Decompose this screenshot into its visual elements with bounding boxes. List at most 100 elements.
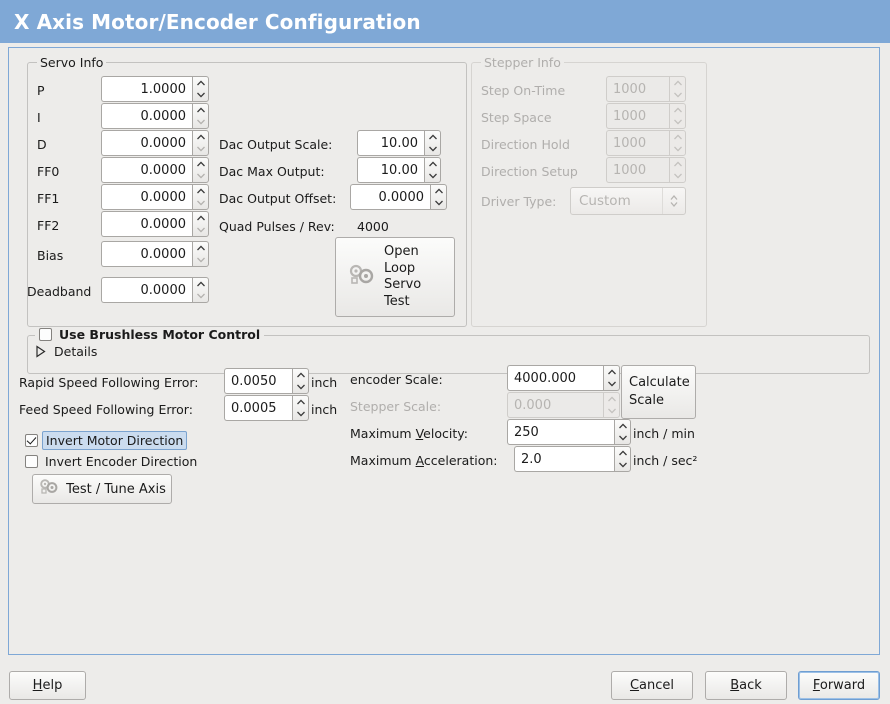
servo-value-ff0[interactable]: 0.0000: [101, 157, 192, 183]
servo-spin-buttons-ff2[interactable]: [192, 211, 209, 237]
back-button[interactable]: Back: [705, 671, 787, 700]
dac-max-output-spin-buttons[interactable]: [424, 157, 441, 183]
help-button[interactable]: Help: [9, 671, 86, 700]
chevron-down-icon[interactable]: [293, 382, 308, 394]
chevron-up-icon[interactable]: [193, 212, 208, 225]
chevron-down-icon[interactable]: [615, 433, 630, 445]
chevron-up-icon[interactable]: [615, 420, 630, 433]
chevron-up-icon[interactable]: [604, 366, 619, 379]
chevron-down-icon[interactable]: [604, 379, 619, 391]
calculate-scale-button[interactable]: Calculate Scale: [621, 365, 696, 419]
chevron-up-icon[interactable]: [193, 158, 208, 171]
chevron-down-icon[interactable]: [193, 255, 208, 267]
servo-value-deadband[interactable]: 0.0000: [101, 277, 192, 303]
rapid-following-error-spin[interactable]: 0.0050: [224, 368, 309, 394]
dac-output-scale-value[interactable]: 10.00: [357, 130, 424, 156]
chevron-up-icon[interactable]: [425, 131, 440, 144]
dac-output-scale-spin[interactable]: 10.00: [357, 130, 441, 156]
rapid-following-error-spin-buttons[interactable]: [292, 368, 309, 394]
servo-value-ff1[interactable]: 0.0000: [101, 184, 192, 210]
chevron-up-icon[interactable]: [193, 104, 208, 117]
use-brushless-motor-control-checkbox[interactable]: Use Brushless Motor Control: [35, 327, 265, 342]
servo-spin-buttons-deadband[interactable]: [192, 277, 209, 303]
cancel-button[interactable]: Cancel: [611, 671, 693, 700]
chevron-down-icon[interactable]: [193, 291, 208, 303]
details-disclosure[interactable]: Details: [35, 344, 97, 359]
chevron-down-icon[interactable]: [193, 171, 208, 183]
max-velocity-spin-buttons[interactable]: [614, 419, 631, 445]
servo-spin-i[interactable]: 0.0000: [101, 103, 209, 129]
chevron-up-icon[interactable]: [193, 278, 208, 291]
servo-spin-buttons-p[interactable]: [192, 76, 209, 102]
servo-spin-buttons-ff1[interactable]: [192, 184, 209, 210]
max-velocity-value[interactable]: 250: [507, 419, 614, 445]
max-velocity-spin[interactable]: 250: [507, 419, 631, 445]
forward-button[interactable]: Forward: [798, 671, 880, 700]
brushless-checkbox-box[interactable]: [39, 328, 52, 341]
open-loop-servo-test-button[interactable]: Open Loop Servo Test: [335, 237, 455, 317]
chevron-up-icon[interactable]: [425, 158, 440, 171]
servo-spin-buttons-i[interactable]: [192, 103, 209, 129]
invert-encoder-checkbox-label[interactable]: Invert Encoder Direction: [45, 454, 198, 469]
chevron-down-icon[interactable]: [193, 90, 208, 102]
chevron-up-icon[interactable]: [615, 447, 630, 460]
servo-value-bias[interactable]: 0.0000: [101, 241, 192, 267]
dac-output-offset-value[interactable]: 0.0000: [350, 184, 430, 210]
chevron-down-icon[interactable]: [425, 144, 440, 156]
dac-output-scale-spin-buttons[interactable]: [424, 130, 441, 156]
max-acceleration-spin-buttons[interactable]: [614, 446, 631, 472]
chevron-down-icon[interactable]: [193, 117, 208, 129]
feed-following-error-spin[interactable]: 0.0005: [224, 395, 309, 421]
encoder-scale-value[interactable]: 4000.000: [507, 365, 603, 391]
servo-spin-buttons-bias[interactable]: [192, 241, 209, 267]
dac-max-output-spin[interactable]: 10.00: [357, 157, 441, 183]
feed-following-error-spin-buttons[interactable]: [292, 395, 309, 421]
dac-output-offset-spin[interactable]: 0.0000: [350, 184, 447, 210]
invert-encoder-checkbox-box[interactable]: [25, 455, 38, 468]
servo-spin-buttons-ff0[interactable]: [192, 157, 209, 183]
invert-motor-direction-checkbox[interactable]: Invert Motor Direction: [25, 431, 188, 450]
servo-spin-ff0[interactable]: 0.0000: [101, 157, 209, 183]
chevron-up-icon[interactable]: [431, 185, 446, 198]
details-label[interactable]: Details: [54, 344, 98, 359]
chevron-down-icon[interactable]: [293, 409, 308, 421]
invert-motor-checkbox-label[interactable]: Invert Motor Direction: [42, 431, 188, 450]
chevron-down-icon[interactable]: [425, 171, 440, 183]
dac-max-output-value[interactable]: 10.00: [357, 157, 424, 183]
chevron-up-icon[interactable]: [193, 185, 208, 198]
chevron-up-icon[interactable]: [193, 77, 208, 90]
servo-spin-ff2[interactable]: 0.0000: [101, 211, 209, 237]
servo-value-p[interactable]: 1.0000: [101, 76, 192, 102]
servo-value-ff2[interactable]: 0.0000: [101, 211, 192, 237]
encoder-scale-spin-buttons[interactable]: [603, 365, 620, 391]
rapid-following-error-value[interactable]: 0.0050: [224, 368, 292, 394]
chevron-down-icon[interactable]: [193, 225, 208, 237]
max-acceleration-spin[interactable]: 2.0: [514, 446, 631, 472]
max-acceleration-value[interactable]: 2.0: [514, 446, 614, 472]
dac-output-offset-spin-buttons[interactable]: [430, 184, 447, 210]
servo-value-i[interactable]: 0.0000: [101, 103, 192, 129]
servo-spin-bias[interactable]: 0.0000: [101, 241, 209, 267]
triangle-right-icon[interactable]: [35, 345, 46, 358]
chevron-down-icon[interactable]: [193, 144, 208, 156]
servo-spin-deadband[interactable]: 0.0000: [101, 277, 209, 303]
encoder-scale-spin[interactable]: 4000.000: [507, 365, 620, 391]
chevron-up-icon[interactable]: [293, 396, 308, 409]
test-tune-axis-button[interactable]: Test / Tune Axis: [32, 474, 172, 504]
servo-value-d[interactable]: 0.0000: [101, 130, 192, 156]
chevron-up-icon[interactable]: [193, 242, 208, 255]
servo-spin-d[interactable]: 0.0000: [101, 130, 209, 156]
brushless-checkbox-label[interactable]: Use Brushless Motor Control: [59, 327, 261, 342]
servo-spin-p[interactable]: 1.0000: [101, 76, 209, 102]
invert-motor-checkbox-box[interactable]: [25, 434, 38, 447]
chevron-up-icon[interactable]: [293, 369, 308, 382]
chevron-down-icon[interactable]: [431, 198, 446, 210]
servo-info-group: Servo Info: [27, 55, 467, 327]
invert-encoder-direction-checkbox[interactable]: Invert Encoder Direction: [25, 454, 197, 469]
servo-spin-buttons-d[interactable]: [192, 130, 209, 156]
feed-following-error-value[interactable]: 0.0005: [224, 395, 292, 421]
chevron-up-icon[interactable]: [193, 131, 208, 144]
chevron-down-icon[interactable]: [193, 198, 208, 210]
servo-spin-ff1[interactable]: 0.0000: [101, 184, 209, 210]
chevron-down-icon[interactable]: [615, 460, 630, 472]
